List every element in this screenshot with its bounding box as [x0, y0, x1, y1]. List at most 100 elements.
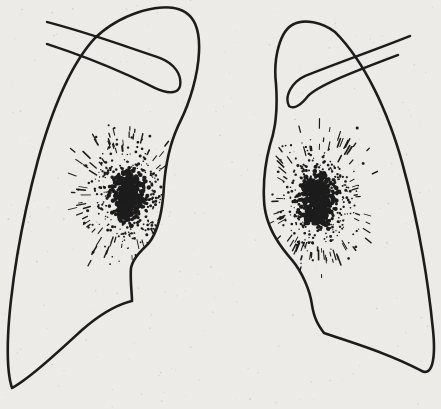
right-hilum-core-dot [304, 200, 308, 204]
right-hilum-dot [305, 146, 307, 148]
right-hilum-streak [339, 139, 341, 143]
right-hilum-core-dot [306, 221, 311, 226]
right-hilum-streak [330, 252, 331, 256]
left-hilum-dot [112, 170, 115, 173]
left-hilum-dot [133, 222, 135, 224]
left-hilum-core-dot [118, 188, 121, 191]
right-hilum-dot [358, 228, 359, 229]
right-hilum-dot [350, 207, 352, 209]
left-hilum-streak [90, 171, 97, 176]
right-hilum-dot [346, 186, 348, 188]
right-hilum-dot [304, 239, 305, 240]
left-hilum-dot [119, 229, 120, 230]
left-hilum-dot [128, 247, 129, 248]
left-hilum-dot [177, 177, 178, 178]
right-hilum-dot [345, 184, 347, 186]
left-hilum-dot [149, 198, 151, 200]
right-hilum-dot [338, 168, 340, 170]
left-hilum-dot [152, 190, 154, 192]
left-hilum-dot [88, 182, 90, 184]
left-hilum-streak [170, 232, 176, 237]
right-hilum-dot [299, 205, 303, 209]
left-hilum-streak [110, 243, 111, 246]
left-hilum-dot [162, 235, 163, 236]
left-hilum-dot [155, 197, 158, 200]
left-hilum-dot [100, 207, 103, 210]
left-hilum-dot [100, 193, 102, 195]
right-hilum-dot [295, 157, 297, 159]
left-hilum-streak [87, 224, 90, 226]
left-hilum-dot [95, 136, 97, 138]
left-hilum-dot [137, 168, 138, 169]
left-hilum-dot [105, 216, 107, 218]
right-hilum-streak [338, 156, 341, 162]
left-hilum-core-dot [134, 206, 136, 208]
right-hilum-core-dot [325, 221, 328, 224]
right-hilum-dot [322, 168, 324, 170]
right-hilum-streak [305, 243, 306, 249]
right-hilum-core-dot [319, 186, 321, 188]
left-hilum-core-dot [126, 213, 130, 217]
left-hilum-streak [90, 163, 96, 168]
right-hilum-core-dot [323, 208, 326, 211]
left-hilum-dot [116, 139, 118, 141]
left-hilum-dot [105, 195, 107, 197]
left-hilum-dot [106, 197, 109, 200]
left-hilum-dot [143, 157, 146, 160]
right-hilum-dot [294, 196, 296, 198]
right-hilum-dot [291, 223, 294, 226]
right-hilum-dot [291, 230, 292, 231]
left-hilum-streak [167, 190, 171, 191]
right-hilum-dot [337, 179, 339, 181]
left-hilum-dot [127, 146, 129, 148]
right-hilum-dot [338, 217, 340, 219]
left-hilum-core-dot [117, 209, 121, 213]
left-hilum-streak [144, 253, 146, 259]
right-hilum-dot [362, 162, 364, 164]
right-hilum-dot [337, 212, 339, 214]
left-hilum-dot [112, 190, 115, 193]
right-hilum-core-dot [317, 202, 320, 205]
left-hilum-dot [98, 213, 100, 215]
right-hilum-dot [307, 250, 308, 251]
right-hilum-dot [334, 176, 336, 178]
left-hilum-streak [115, 148, 116, 153]
right-hilum-dot [345, 196, 348, 199]
left-hilum-streak [115, 237, 116, 242]
left-hilum-dot [124, 159, 126, 161]
left-hilum-dot [145, 198, 148, 201]
right-hilum-dot [331, 163, 332, 164]
left-hilum-dot [100, 169, 101, 170]
left-hilum-dot [147, 219, 149, 221]
left-hilum-dot [110, 210, 114, 214]
left-hilum-streak [168, 210, 177, 213]
left-hilum-dot [150, 184, 153, 187]
right-hilum-core-dot [331, 200, 334, 203]
left-hilum-dot [152, 201, 155, 204]
right-hilum-dot [271, 193, 273, 195]
left-hilum-dot [176, 234, 177, 235]
right-hilum-dot [279, 249, 282, 252]
left-hilum-dot [159, 186, 162, 189]
right-hilum-dot [331, 170, 333, 172]
left-hilum-dot [106, 173, 108, 175]
left-hilum-core-dot [128, 178, 130, 180]
left-hilum-streak [167, 199, 175, 200]
right-hilum-core-dot [327, 219, 330, 222]
left-hilum-dot [119, 165, 121, 167]
right-hilum-dot [295, 222, 297, 224]
left-hilum-dot [118, 235, 120, 237]
left-hilum-dot [141, 148, 144, 151]
right-hilum-dot [301, 241, 303, 243]
right-hilum-streak [279, 148, 282, 152]
left-hilum-dot [141, 168, 143, 170]
right-hilum-dot [297, 241, 300, 244]
right-hilum-streak [352, 185, 357, 187]
right-hilum-core-dot [326, 190, 330, 194]
right-hilum-dot [294, 174, 297, 177]
left-hilum-core-dot [127, 166, 131, 170]
left-hilum-dot [84, 164, 87, 167]
right-hilum-dot [307, 241, 310, 244]
